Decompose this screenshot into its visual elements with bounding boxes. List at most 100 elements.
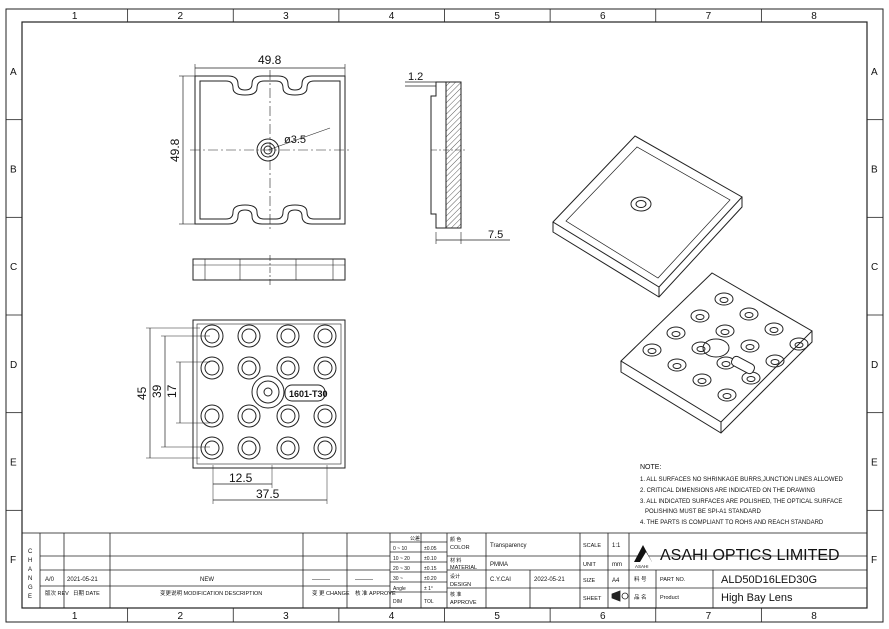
- dim-top-width: 49.8: [258, 53, 282, 67]
- zone-col-label: 8: [811, 11, 817, 22]
- zone-row-label: F: [871, 555, 877, 566]
- product-value: High Bay Lens: [721, 592, 793, 604]
- iso-lens: [715, 324, 735, 338]
- scale-label: SCALE: [583, 543, 601, 549]
- approve-label-cn: 核 准: [450, 591, 461, 598]
- header-rev: 版次 REV: [45, 589, 69, 597]
- zone-col-label: 2: [177, 11, 183, 22]
- svg-text:H: H: [28, 558, 32, 564]
- iso-lens: [717, 388, 737, 402]
- lens-array: [200, 324, 337, 460]
- design-date: 2022-05-21: [534, 577, 565, 583]
- tolerance-footer-dim: DIM: [393, 599, 402, 605]
- zone-col-label: 3: [283, 611, 289, 622]
- lens-cell: [237, 404, 261, 428]
- color-label: COLOR: [450, 545, 470, 551]
- iso-lens: [642, 343, 662, 357]
- rev-change: ———: [312, 577, 330, 583]
- material-value: PMMA: [490, 562, 508, 568]
- svg-text:A: A: [28, 567, 32, 573]
- dim-bottom-45: 45: [135, 386, 149, 400]
- title-block: [21, 532, 868, 609]
- projection-symbol-icon: [611, 590, 629, 602]
- tolerance-range: 30 ~: [393, 576, 403, 582]
- dim-center-hole: ø3.5: [284, 134, 306, 146]
- zone-col-label: 4: [389, 11, 395, 22]
- svg-text:C: C: [28, 549, 33, 555]
- part-no-label: PART NO.: [660, 577, 686, 583]
- tolerance-header: 公差: [410, 535, 420, 542]
- material-label-cn: 材 料: [450, 557, 461, 564]
- note-3b: POLISHING MUST BE SPI-A1 STANDARD: [640, 509, 761, 515]
- company-name: ASAHI OPTICS LIMITED: [660, 547, 840, 564]
- tolerance-value: ± 1°: [424, 586, 433, 592]
- zone-row-label: D: [871, 360, 878, 371]
- zone-col-label: 2: [177, 611, 183, 622]
- lens-cell: [237, 324, 261, 348]
- outer-frame: [5, 8, 884, 623]
- iso-lens: [714, 292, 734, 306]
- isometric-lens-array: [642, 292, 809, 402]
- iso-lens: [666, 326, 686, 340]
- zone-row-label: A: [871, 67, 878, 78]
- tolerance-value: ±0.10: [424, 556, 437, 562]
- zone-row-label: B: [10, 165, 17, 176]
- iso-lens: [692, 373, 712, 387]
- dim-top-height: 49.8: [168, 138, 182, 162]
- dim-side-height: 7.5: [488, 229, 503, 241]
- part-no-label-cn: 料 号: [634, 575, 647, 583]
- zone-row-label: A: [10, 67, 17, 78]
- zone-col-label: 6: [600, 611, 606, 622]
- zone-col-label: 1: [72, 11, 78, 22]
- rev-date: 2021-05-21: [67, 577, 98, 583]
- iso-lens: [764, 322, 784, 336]
- part-marking: 1601-T30: [284, 384, 328, 402]
- iso-lens: [739, 307, 759, 321]
- zone-row-label: C: [10, 262, 17, 273]
- approve-label: APPROVE: [450, 600, 477, 606]
- dim-bottom-39: 39: [150, 384, 164, 398]
- notes-block: NOTE: 1. ALL SURFACES NO SHRINKAGE BURRS…: [640, 464, 843, 526]
- sheet-label: SHEET: [583, 596, 602, 602]
- tolerance-range: 0 ~ 10: [393, 546, 407, 552]
- zone-row-label: B: [871, 165, 878, 176]
- tolerance-range: 20 ~ 30: [393, 566, 410, 572]
- dim-bottom-12-5: 12.5: [229, 471, 253, 485]
- header-change: 变 更 CHANGE: [312, 589, 350, 597]
- header-date: 日期 DATE: [73, 590, 100, 597]
- note-4: 4. THE PARTS IS COMPLIANT TO ROHS AND RE…: [640, 520, 824, 526]
- zone-col-label: 8: [811, 611, 817, 622]
- size-label: SIZE: [583, 578, 596, 584]
- iso-lens: [691, 341, 711, 355]
- logo-text: ASAHI: [635, 564, 649, 569]
- lens-cell: [276, 356, 300, 380]
- iso-lens: [789, 337, 809, 351]
- zone-col-label: 1: [72, 611, 78, 622]
- lens-cell: [200, 404, 224, 428]
- dim-bottom-17: 17: [165, 384, 179, 398]
- iso-lens: [690, 309, 710, 323]
- front-view: [192, 255, 346, 285]
- zone-col-label: 6: [600, 11, 606, 22]
- zone-col-label: 5: [494, 11, 500, 22]
- iso-lens: [740, 339, 760, 353]
- zone-col-label: 7: [706, 11, 712, 22]
- rev-value: A/0: [45, 577, 55, 583]
- lens-cell: [276, 404, 300, 428]
- zone-row-label: E: [871, 458, 878, 469]
- notes-title: NOTE:: [640, 464, 661, 471]
- tolerance-range: Angle: [393, 586, 406, 592]
- zone-row-label: F: [10, 555, 16, 566]
- lens-cell: [237, 356, 261, 380]
- lens-cell: [200, 356, 224, 380]
- design-label: DESIGN: [450, 582, 471, 588]
- svg-text:E: E: [28, 594, 32, 600]
- design-label-cn: 设计: [450, 573, 460, 580]
- svg-text:N: N: [28, 576, 32, 582]
- zone-col-label: 3: [283, 11, 289, 22]
- bottom-view: [146, 319, 346, 504]
- zone-col-label: 7: [706, 611, 712, 622]
- lens-cell: [200, 436, 224, 460]
